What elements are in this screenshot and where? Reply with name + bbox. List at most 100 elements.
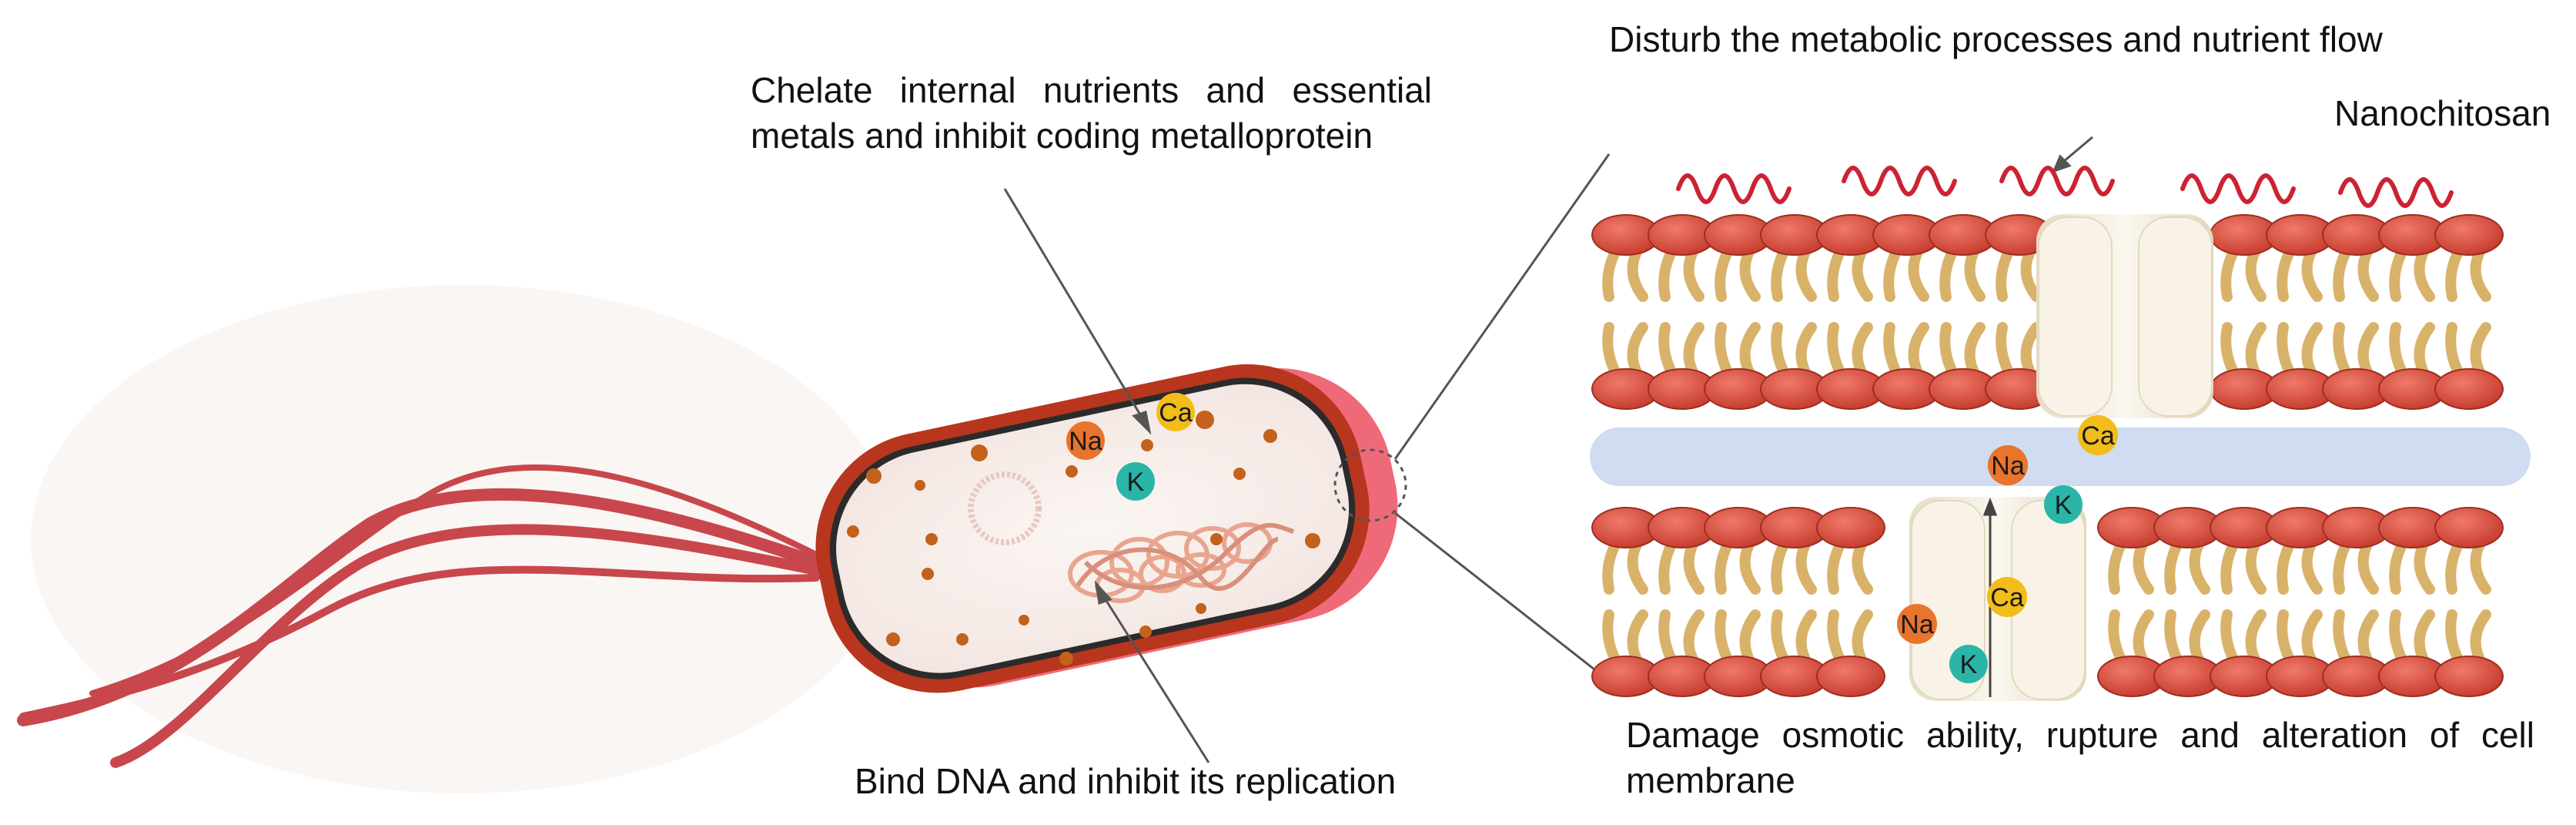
zoom-connector-bottom: [1394, 511, 1606, 679]
dna-binding-annotation: Bind DNA and inhibit its replication: [855, 761, 1397, 801]
potassium-ion-label: K: [2055, 491, 2073, 520]
lipid-tail: [2357, 609, 2379, 665]
nanochitosan-chains: [1676, 166, 2454, 208]
lipid-tail: [2389, 609, 2407, 665]
lipid-tail: [2414, 322, 2435, 377]
lipid-tail: [1739, 246, 1761, 302]
lipid-tail: [2220, 322, 2239, 377]
lipid-tail: [2277, 539, 2295, 595]
lipid-tail: [1795, 322, 1817, 377]
potassium-ion: K: [2044, 485, 2083, 524]
sodium-ion-label: Na: [1069, 427, 1102, 456]
lipid-tail: [1627, 539, 1648, 595]
lipid-tail: [1602, 246, 1621, 302]
lipid-tail: [1771, 539, 1789, 595]
lipid-tail: [1939, 322, 1958, 377]
lipid-tail: [1739, 539, 1761, 595]
bilayer: [1591, 507, 2504, 697]
lipid-tail: [1602, 539, 1621, 595]
calcium-ion: Ca: [1987, 577, 2027, 617]
lipid-tail: [2333, 539, 2351, 595]
potassium-ion: K: [1949, 645, 1988, 683]
metabolic-disruption-annotation: Disturb the metabolic processes and nutr…: [1609, 19, 2383, 59]
lipid-tail: [1627, 246, 1648, 302]
lipid-tail: [1852, 246, 1873, 302]
lipid-tail: [1883, 322, 1902, 377]
lipid-head: [1816, 507, 1885, 548]
zoom-connector-top: [1393, 153, 1611, 460]
lipid-tail: [2333, 609, 2351, 665]
calcium-ion-label: Ca: [2081, 421, 2115, 451]
lipid-tail: [2245, 609, 2267, 665]
potassium-ion-label: K: [1127, 468, 1145, 497]
lipid-tail: [1739, 322, 1761, 377]
lipid-tail: [2470, 246, 2491, 302]
nanochitosan-label: Nanochitosan: [2334, 93, 2551, 133]
lipid-tail: [2245, 246, 2267, 302]
lipid-tail: [2470, 322, 2491, 377]
lipid-tail: [1771, 322, 1789, 377]
ion-channel-upper: [2036, 214, 2213, 418]
flagella: [17, 464, 822, 768]
lipid-tail: [2277, 246, 2295, 302]
lipid-tail: [1658, 539, 1677, 595]
lipid-tail: [1683, 322, 1705, 377]
lipid-tail: [2164, 609, 2183, 665]
lipid-tail: [2414, 539, 2435, 595]
lipid-tail: [2414, 246, 2435, 302]
potassium-ion-marker: [1949, 645, 1988, 683]
plasmid: [968, 471, 1042, 545]
lipid-tail: [1683, 246, 1705, 302]
sodium-ion-marker: [1066, 421, 1105, 460]
lipid-tail: [1939, 246, 1958, 302]
background-glow: [31, 285, 893, 793]
lipid-tail: [2020, 322, 2042, 377]
lipid-head: [2434, 507, 2504, 548]
lipid-tail: [2389, 322, 2407, 377]
lipid-tail: [2333, 246, 2351, 302]
lipid-tail: [2301, 609, 2323, 665]
lipid-tail: [2301, 246, 2323, 302]
calcium-ion: Ca: [2078, 415, 2118, 455]
lipid-tail: [2333, 322, 2351, 377]
lipid-tail: [2108, 609, 2126, 665]
lipid-tail: [2220, 609, 2239, 665]
calcium-ion-marker: [1987, 577, 2027, 617]
lipid-tail: [1883, 246, 1902, 302]
calcium-ion-marker: [2078, 415, 2118, 455]
lipid-tail: [2357, 539, 2379, 595]
lipid-tail: [1795, 609, 1817, 665]
lipid-head: [2434, 656, 2504, 697]
lipid-tail: [1627, 322, 1648, 377]
lipid-tail: [1715, 539, 1733, 595]
lipid-head: [2434, 368, 2504, 410]
lipid-tail: [2220, 539, 2239, 595]
lipid-tail: [1827, 609, 1845, 665]
nanochitosan-chain: [1842, 166, 1957, 196]
lipid-tail: [2277, 322, 2295, 377]
sodium-ion: Na: [1988, 445, 2028, 485]
sodium-ion-label: Na: [1900, 610, 1934, 639]
lipid-tail: [2133, 539, 2154, 595]
lipid-tail: [2245, 322, 2267, 377]
nanochitosan-chain: [1999, 166, 2115, 196]
lipid-tail: [2445, 609, 2464, 665]
lipid-tail: [1795, 246, 1817, 302]
lipid-tail: [1658, 246, 1677, 302]
lipid-tail: [1602, 609, 1621, 665]
lipid-tail: [2357, 322, 2379, 377]
potassium-ion-label: K: [1960, 650, 1978, 679]
lipid-tail: [2301, 539, 2323, 595]
lipid-tail: [1964, 322, 1986, 377]
lipid-tail: [1996, 322, 2014, 377]
calcium-ion-label: Ca: [1990, 583, 2024, 612]
lipid-tail: [1683, 609, 1705, 665]
chelation-annotation: Chelate internal nutrients and essential…: [751, 70, 1432, 156]
lipid-tail: [1771, 246, 1789, 302]
sodium-ion-label: Na: [1991, 451, 2025, 481]
bacterium: [815, 364, 1398, 693]
zoom-region: [1333, 448, 1407, 522]
